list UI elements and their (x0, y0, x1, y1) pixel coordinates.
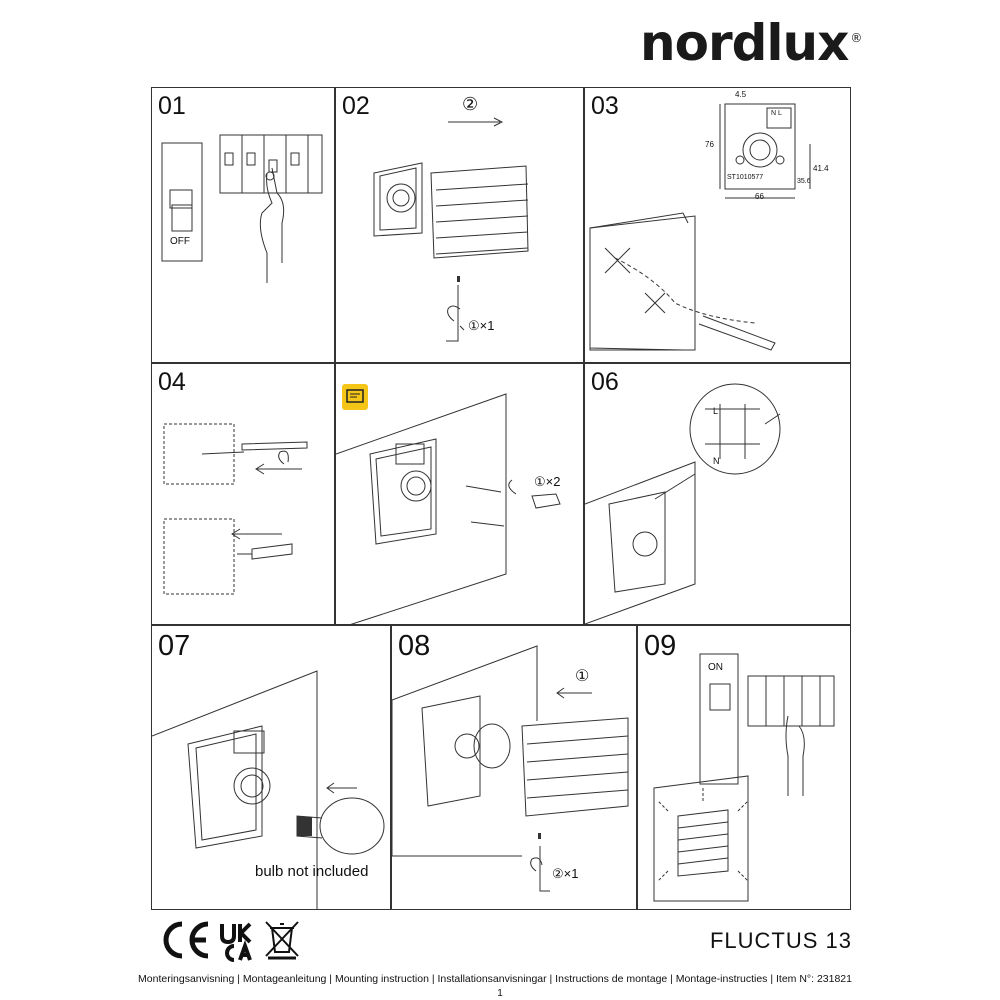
wall-mount-screw-illustration (336, 393, 561, 624)
footer-languages: Monteringsanvisning | Montageanleitung |… (138, 973, 852, 985)
step-06-panel: 06 L N (584, 363, 851, 625)
product-name: FLUCTUS 13 (709, 928, 852, 953)
step-08-panel: 08 ① ②×1 (391, 625, 637, 910)
dim-side-b: 35.6 (797, 178, 811, 185)
step-number: 04 (158, 368, 186, 396)
step-number: 06 (591, 368, 619, 396)
drill-and-plug-illustration (163, 423, 308, 595)
step-07-panel: 07 bulb not included (151, 625, 391, 910)
instruction-grid: 01 OFF 02 ② (151, 87, 851, 910)
dim-top: 4.5 (735, 90, 747, 99)
switch-off-illustration (161, 134, 323, 283)
hex-key-count: ②×1 (552, 866, 579, 881)
shade-removal-illustration (373, 117, 529, 342)
switch-off-label: OFF (170, 236, 190, 247)
model-code: ST1010577 (727, 174, 764, 181)
step-number: 01 (158, 92, 186, 120)
dim-side-a: 41.4 (813, 164, 829, 173)
dim-width: 66 (755, 192, 764, 201)
dim-height: 76 (705, 140, 714, 149)
step-02-panel: 02 ② ①×1 (335, 87, 584, 363)
step-04-panel: 04 (151, 363, 335, 625)
ukca-mark-icon (220, 922, 252, 962)
note-icon (342, 384, 368, 410)
switch-on-label: ON (708, 662, 723, 673)
ce-mark-icon (163, 921, 209, 959)
order-mark: ① (575, 668, 590, 685)
step-09-panel: 09 ON (637, 625, 851, 910)
note-icon-glyph (346, 389, 364, 403)
wire-label-l: L (713, 406, 719, 416)
switch-on-illustration (653, 653, 835, 902)
step-03-panel: 03 4.5 76 66 41.4 35.6 ST1010577 N L (584, 87, 851, 363)
step-number: 09 (644, 630, 677, 662)
step-05-panel: ①×2 (335, 363, 584, 625)
weee-bin-icon (265, 921, 299, 960)
certification-marks (163, 921, 299, 962)
brand-logo: nordlux® (640, 14, 862, 72)
step-number: 07 (158, 630, 191, 662)
bulb-install-illustration (152, 670, 385, 909)
order-mark: ② (462, 94, 479, 114)
bulb-not-included-note: bulb not included (255, 863, 369, 880)
step-01-panel: 01 OFF (151, 87, 335, 363)
screw-count: ①×2 (534, 474, 561, 489)
step-number: 08 (398, 630, 431, 662)
page-number: 1 (497, 988, 503, 999)
terminal-label: N L (771, 110, 782, 117)
wire-label-n: N (713, 456, 720, 466)
step-number: 02 (342, 92, 370, 120)
hex-key-count: ①×1 (468, 318, 495, 333)
step-number: 03 (591, 92, 619, 120)
shade-install-illustration (392, 645, 629, 892)
drilling-template-illustration (589, 103, 811, 351)
wiring-illustration (585, 383, 781, 624)
